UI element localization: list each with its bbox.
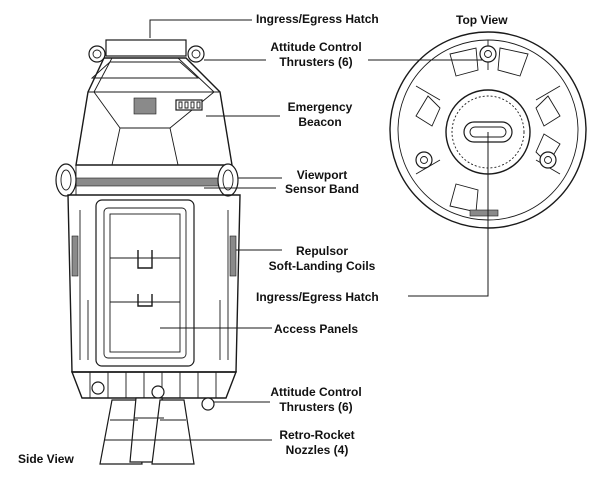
top-view-thruster-n	[479, 45, 497, 63]
nozzle-3	[151, 399, 195, 465]
label-thrusters-bottom-line-1: Attitude Control	[270, 385, 362, 399]
label-beacon-line-1: Emergency	[287, 100, 353, 114]
top-view-thruster-n-inner	[484, 50, 492, 58]
label-thrusters-top-line-1: Attitude Control	[270, 40, 362, 54]
beacon-window	[133, 97, 157, 115]
label-sensor-band-line-1: Sensor Band	[284, 182, 359, 196]
nozzle-bands	[104, 417, 190, 441]
viewport-right	[217, 163, 239, 197]
label-access-panels: Access Panels	[274, 322, 358, 337]
bottom-thruster-3	[201, 397, 215, 411]
top-thruster-left-inner	[92, 49, 102, 59]
sensor-band	[75, 177, 233, 187]
coil-right	[229, 235, 237, 277]
top-view-thruster-w-inner	[420, 156, 428, 164]
label-beacon-line-2: Beacon	[298, 115, 342, 129]
viewport-left-inner	[60, 169, 72, 191]
label-beacon: Emergency Beacon	[280, 100, 360, 130]
access-panel	[109, 213, 181, 353]
label-viewport: Viewport	[284, 168, 360, 183]
hatch-frame	[95, 199, 195, 367]
label-thrusters-bottom-line-2: Thrusters (6)	[279, 400, 353, 414]
label-hatch-top-line-1: Ingress/Egress Hatch	[256, 12, 379, 26]
top-view-title: Top View	[456, 13, 508, 27]
hull-ribs	[79, 210, 229, 360]
top-view-thruster-e	[539, 151, 557, 169]
hatch-inner-frame	[103, 207, 187, 359]
panel-seams	[110, 257, 180, 303]
label-thrusters-top-line-2: Thrusters (6)	[279, 55, 353, 69]
side-view-title: Side View	[18, 452, 74, 466]
label-nozzles-line-2: Nozzles (4)	[285, 443, 349, 457]
leader-lines	[149, 19, 489, 441]
beacon-grille	[178, 101, 201, 109]
hatch-handle-lower	[137, 294, 153, 307]
label-coils-line-2: Soft-Landing Coils	[268, 259, 376, 273]
segment-panels	[415, 47, 561, 213]
viewport-left	[55, 163, 77, 197]
hatch-handle-upper	[137, 250, 153, 269]
bottom-thruster-2	[151, 385, 165, 399]
label-hatch-mid-line-1: Ingress/Egress Hatch	[256, 290, 379, 304]
label-hatch-top: Ingress/Egress Hatch	[256, 12, 379, 27]
label-hatch-mid: Ingress/Egress Hatch	[256, 290, 379, 305]
label-nozzles-line-1: Retro-Rocket	[279, 428, 355, 442]
skirt-ribs	[89, 372, 217, 398]
upper-hull-lines	[88, 57, 220, 93]
label-nozzles: Retro-Rocket Nozzles (4)	[272, 428, 362, 458]
top-view-thruster-e-inner	[544, 156, 552, 164]
label-thrusters-top: Attitude Control Thrusters (6)	[266, 40, 366, 70]
bottom-thruster-1	[91, 381, 105, 395]
top-thruster-right	[187, 45, 205, 63]
coil-left	[71, 235, 79, 277]
top-thruster-left	[88, 45, 106, 63]
beacon-panel	[175, 99, 203, 111]
label-coils-line-1: Repulsor	[295, 244, 348, 258]
leader-hatch-top	[149, 19, 252, 38]
label-access-panels-line-1: Access Panels	[274, 322, 359, 336]
top-view-grille	[469, 209, 499, 217]
side-hatch-block	[105, 39, 187, 57]
leader-hatch-mid	[408, 132, 489, 297]
label-viewport-line-1: Viewport	[296, 168, 348, 182]
viewport-right-inner	[222, 169, 234, 191]
label-sensor-band: Sensor Band	[278, 182, 366, 197]
lower-skirt	[70, 371, 238, 399]
top-thruster-right-inner	[191, 49, 201, 59]
label-thrusters-bottom: Attitude Control Thrusters (6)	[266, 385, 366, 415]
side-view-pod	[55, 39, 241, 465]
upper-deck	[90, 61, 200, 79]
top-view-thruster-w	[415, 151, 433, 169]
label-coils: Repulsor Soft-Landing Coils	[262, 244, 382, 274]
